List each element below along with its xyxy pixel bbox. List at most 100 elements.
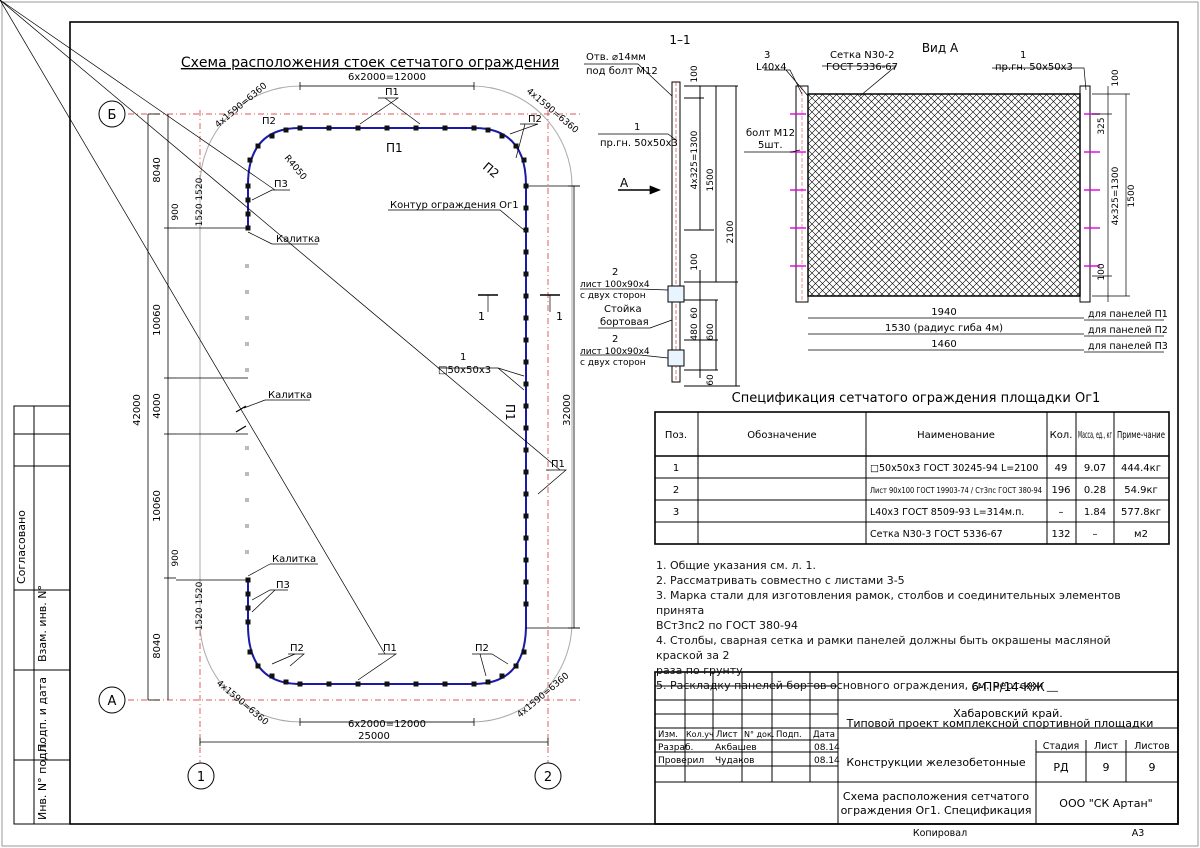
stamp-copied: Копировал (913, 828, 967, 839)
axis-2: 2 (544, 770, 552, 785)
gate-markers (235, 405, 247, 433)
spec-cell-mass: – (1093, 529, 1098, 540)
fence-post (471, 681, 477, 687)
label-p3-bot: П3 (276, 580, 290, 591)
section-pos1-sub: пр.гн. 50х50х3 (600, 138, 678, 149)
section-d4x325: 4х325=1300 (690, 130, 700, 189)
spec-cell-note: 444.4кг (1121, 463, 1161, 474)
section-post-label: Стойка (604, 304, 642, 315)
stamp-sheet-1: Схема расположения сетчатого (843, 790, 1029, 803)
spec-h-des: Обозначение (747, 430, 816, 441)
section-d480: 480 (690, 323, 700, 340)
stamp-sheet-2: ограждения Ог1. Спецификация (841, 804, 1032, 817)
general-notes: 1. Общие указания см. л. 1. 2. Рассматри… (656, 558, 1156, 693)
open-side-marker (245, 446, 249, 450)
view-for-p3: для панелей П3 (1088, 341, 1168, 352)
section-d100b: 100 (690, 253, 700, 270)
axis-b: Б (108, 108, 117, 123)
label-gate-bot: Калитка (272, 554, 316, 565)
fence-post (523, 205, 529, 211)
dim-left-3: 4000 (152, 393, 163, 418)
fence-post (269, 673, 275, 679)
section-plate-bot-sub2: с двух сторон (580, 358, 646, 368)
side-sign-date: Подп. и дата (36, 677, 49, 752)
open-side-marker (245, 290, 249, 294)
open-side-marker (245, 316, 249, 320)
fence-post (269, 133, 275, 139)
stamp-col-podp: Подп. (776, 730, 802, 740)
section-plate-bot: 2 (612, 334, 618, 345)
section-plate-top-sub1: лист 100х90х4 (580, 280, 650, 290)
note-line: 3. Марка стали для изготовления рамок, с… (656, 589, 1121, 617)
fence-post (513, 663, 519, 669)
stamp-prover-date: 08.14 (814, 756, 840, 766)
spec-cell-name: Сетка N30-3 ГОСТ 5336-67 (870, 529, 1003, 540)
dim-1520-top: 1520 1520 (195, 177, 205, 226)
label-contour: Контур ограждения Ог1 (390, 200, 519, 211)
section-d600: 600 (706, 323, 716, 340)
section-hole: Отв. ⌀14мм (586, 52, 646, 63)
spec-table-grid (654, 411, 1170, 545)
stamp-section-name: Конструкции железобетонные (846, 756, 1025, 769)
spec-cell-name: □50х50х3 ГОСТ 30245-94 L=2100 (870, 463, 1038, 474)
side-inv-podl: Инв. N° подл. (36, 742, 49, 820)
fence-post (245, 605, 251, 611)
spec-cell-qty: 132 (1051, 529, 1070, 540)
dim-left-4: 10060 (152, 490, 163, 522)
spec-h-qty: Кол. (1050, 430, 1073, 441)
fence-post (523, 315, 529, 321)
section-post (667, 81, 740, 387)
label-gate-mid: Калитка (268, 390, 312, 401)
stamp-col-izm: Изм. (658, 730, 678, 740)
label-p2-bl: П2 (290, 643, 304, 654)
stamp-grid (654, 671, 1179, 825)
fence-post (255, 143, 261, 149)
spec-row-3: 3 L40х3 ГОСТ 8509-93 L=314м.п. – 1.84 57… (673, 507, 1161, 518)
dim-left-total: 42000 (132, 394, 143, 426)
open-side-marker (245, 368, 249, 372)
fence-post (523, 359, 529, 365)
dim-total-width: 25000 (358, 731, 390, 742)
spec-title: Спецификация сетчатого ограждения площад… (732, 391, 1101, 406)
spec-cell-qty: 196 (1051, 485, 1070, 496)
fence-post (413, 681, 419, 687)
open-side-marker (245, 472, 249, 476)
fence-post (255, 663, 261, 669)
view-for-p1: для панелей П1 (1088, 309, 1168, 320)
stamp-org: ООО "СК Артан" (1059, 797, 1152, 810)
fence-post (523, 249, 529, 255)
stamp-lists: 9 (1149, 761, 1156, 774)
fence-post (245, 183, 251, 189)
section-pos1: 1 (634, 122, 640, 133)
label-p2-br: П2 (475, 643, 489, 654)
view-pos1: 1 (1020, 50, 1026, 61)
fence-post (523, 381, 529, 387)
stamp-col-ndok: N° док. (744, 730, 774, 739)
fence-post (523, 403, 529, 409)
fence-post (499, 133, 505, 139)
label-profile: □50х50х3 (438, 365, 491, 376)
dim-right-total: 32000 (562, 394, 573, 426)
spec-h-name: Наименование (917, 430, 995, 441)
fence-post (326, 681, 332, 687)
side-agreed: Согласовано (15, 510, 28, 584)
fence-post (523, 513, 529, 519)
spec-cell-pos: 1 (673, 463, 679, 474)
stamp-stage-h: Стадия (1043, 741, 1079, 752)
view-d100b: 100 (1097, 263, 1107, 280)
view-mesh-std: ГОСТ 5336-67 (826, 62, 898, 73)
fence-post (523, 535, 529, 541)
label-p1-side: П1 (503, 404, 517, 421)
fence-post (245, 591, 251, 597)
stamp-col-list: Лист (716, 730, 738, 740)
section-plate-top-sub2: с двух сторон (580, 291, 646, 301)
dim-corner-bl: 4х1590=6360 (214, 679, 270, 728)
fence-post (247, 157, 253, 163)
stamp-col-data: Дата (813, 730, 835, 740)
section-leaders (580, 63, 677, 359)
fence-post (523, 601, 529, 607)
stamp-code: 6-ПР/14-КЖ (971, 680, 1044, 694)
view-mesh: Сетка N30-2 (830, 50, 894, 61)
fence-post (442, 125, 448, 131)
